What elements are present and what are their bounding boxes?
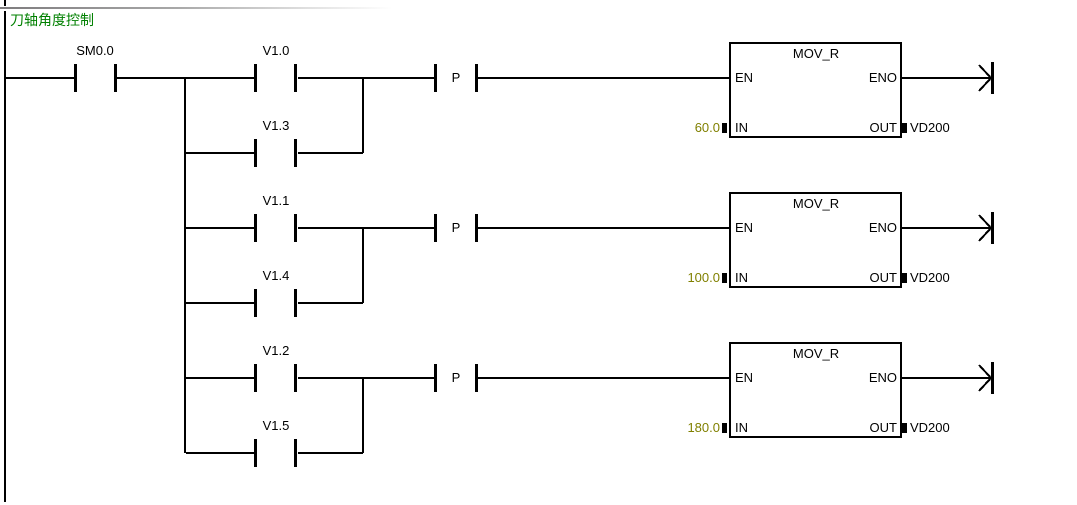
block-title-3: MOV_R <box>792 346 840 361</box>
network-separator-line <box>0 7 392 9</box>
out-pin-tick <box>901 123 907 133</box>
rung-3-wires <box>186 377 991 454</box>
block-title-2: MOV_R <box>792 196 840 211</box>
left-power-rail <box>4 11 6 502</box>
edge-contact-p-rung-3[interactable] <box>434 364 478 392</box>
contact-v1-4[interactable] <box>254 289 297 317</box>
block-outline <box>729 192 902 288</box>
contact-label-v1-4[interactable]: V1.4 <box>262 268 290 283</box>
in-value-1[interactable]: 60.0 <box>694 120 720 135</box>
contact-v1-0[interactable] <box>254 64 297 92</box>
mov-r-block-1[interactable] <box>722 42 907 138</box>
edge-contact-p-rung-2[interactable] <box>434 214 478 242</box>
block-title-1: MOV_R <box>792 46 840 61</box>
out-pin-tick <box>901 423 907 433</box>
contact-label-v1-1[interactable]: V1.1 <box>262 193 290 208</box>
out-operand-3[interactable]: VD200 <box>910 420 950 435</box>
block-outline <box>729 342 902 438</box>
contact-label-v1-5[interactable]: V1.5 <box>262 418 290 433</box>
branch-wires <box>184 78 364 453</box>
rung-3-continuation-arrow <box>978 362 994 394</box>
pin-label-out-1: OUT <box>869 120 897 135</box>
contact-label-v1-3[interactable]: V1.3 <box>262 118 290 133</box>
edge-contact-p-label-1: P <box>451 70 461 85</box>
contact-label-v1-2[interactable]: V1.2 <box>262 343 290 358</box>
contact-label-v1-0[interactable]: V1.0 <box>262 43 290 58</box>
in-pin-tick <box>722 273 727 283</box>
pin-label-eno-2: ENO <box>868 220 897 235</box>
edge-contact-p-rung-1[interactable] <box>434 64 478 92</box>
mov-r-block-2[interactable] <box>722 192 907 288</box>
out-operand-2[interactable]: VD200 <box>910 270 950 285</box>
out-operand-1[interactable]: VD200 <box>910 120 950 135</box>
edge-contact-p-label-2: P <box>451 220 461 235</box>
rung-2-continuation-arrow <box>978 212 994 244</box>
contact-v1-5[interactable] <box>254 439 297 467</box>
network-comment[interactable]: 刀轴角度控制 <box>10 12 94 28</box>
out-pin-tick <box>901 273 907 283</box>
contact-label-sm0-0[interactable]: SM0.0 <box>76 43 114 58</box>
pin-label-in-1: IN <box>735 120 748 135</box>
contact-v1-3[interactable] <box>254 139 297 167</box>
rung-1-continuation-arrow <box>978 62 994 94</box>
in-pin-tick <box>722 423 727 433</box>
contact-v1-1[interactable] <box>254 214 297 242</box>
rung-1-wires <box>5 77 991 154</box>
pin-label-in-2: IN <box>735 270 748 285</box>
pin-label-en-2: EN <box>735 220 754 235</box>
power-rail-top-tick <box>4 0 6 6</box>
in-pin-tick <box>722 123 727 133</box>
pin-label-out-3: OUT <box>869 420 897 435</box>
contact-sm0-0[interactable] <box>74 64 117 92</box>
rung-2-wires <box>186 227 991 304</box>
pin-label-en-1: EN <box>735 70 754 85</box>
pin-label-en-3: EN <box>735 370 754 385</box>
pin-label-out-2: OUT <box>869 270 897 285</box>
mov-r-block-3[interactable] <box>722 342 907 438</box>
in-value-2[interactable]: 100.0 <box>687 270 720 285</box>
pin-label-eno-3: ENO <box>868 370 897 385</box>
contact-v1-2[interactable] <box>254 364 297 392</box>
pin-label-in-3: IN <box>735 420 748 435</box>
block-outline <box>729 42 902 138</box>
in-value-3[interactable]: 180.0 <box>687 420 720 435</box>
edge-contact-p-label-3: P <box>451 370 461 385</box>
pin-label-eno-1: ENO <box>868 70 897 85</box>
